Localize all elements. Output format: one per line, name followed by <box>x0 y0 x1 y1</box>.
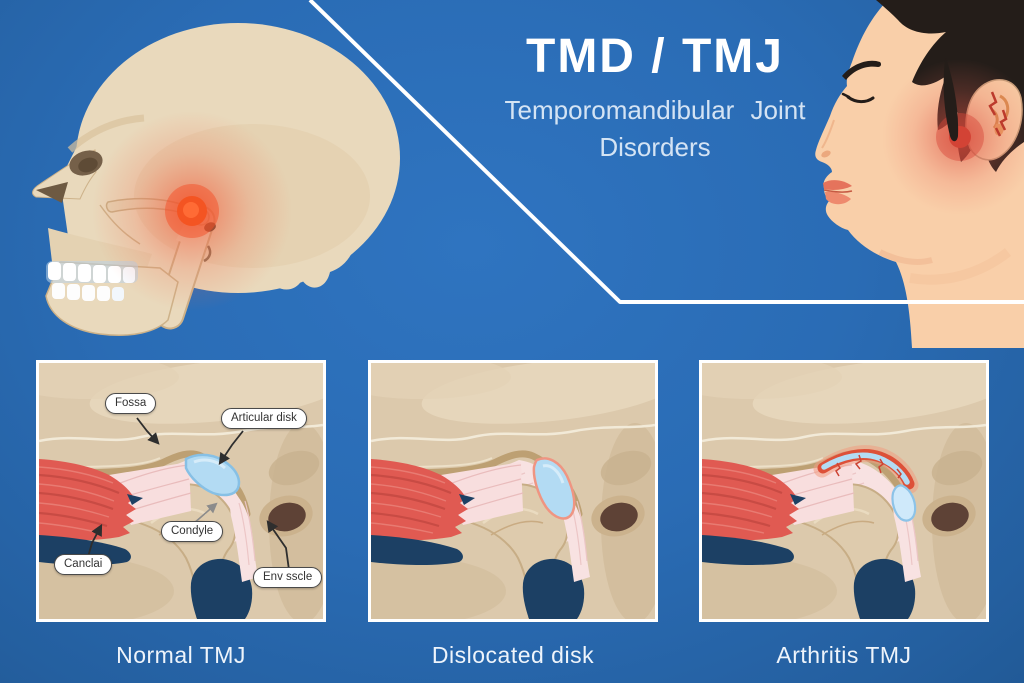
label-articular-disk: Articular disk <box>221 408 307 429</box>
lips <box>823 180 853 205</box>
panel-normal-tmj: Fossa Articular disk Condyle Canclai Env… <box>36 360 326 622</box>
skull-illustration <box>32 23 400 336</box>
inflamed-disk <box>813 445 919 522</box>
caption-normal-tmj: Normal TMJ <box>116 642 246 668</box>
panel-arthritis-tmj <box>699 360 989 622</box>
caption-dislocated-disk: Dislocated disk <box>431 642 595 668</box>
nasal-aperture <box>36 182 68 203</box>
label-env-sscle: Env sscle <box>253 567 323 588</box>
caption-arthritis-tmj: Arthritis TMJ <box>776 642 912 668</box>
label-fossa: Fossa <box>105 393 157 414</box>
skull-pain-indicator <box>92 111 292 311</box>
label-canclai: Canclai <box>54 554 113 575</box>
articular-disk-dislocated <box>532 457 576 520</box>
woman-profile-illustration <box>815 0 1024 348</box>
posterior-ligament <box>230 493 258 582</box>
panel-dislocated-disk <box>368 360 658 622</box>
arthritis-tmj-illustration <box>702 363 986 619</box>
dislocated-disk-illustration <box>371 363 655 619</box>
label-condyle: Condyle <box>161 521 224 542</box>
